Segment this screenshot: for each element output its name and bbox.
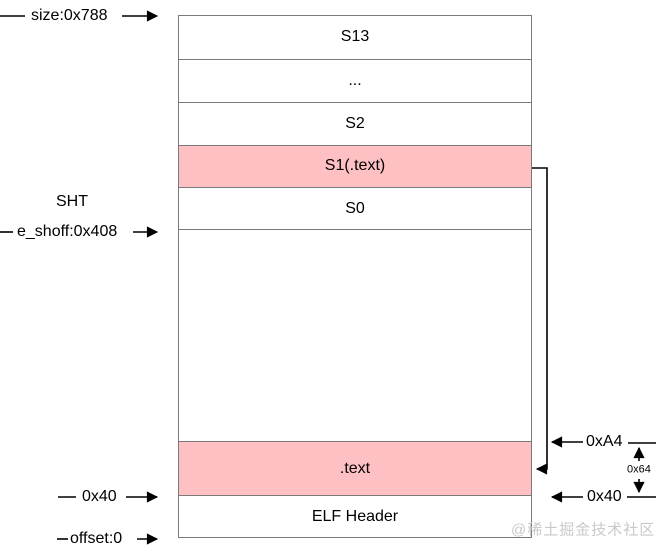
section-label: ...	[348, 71, 362, 89]
section-label: S13	[340, 28, 370, 46]
section-row-s13: S13	[179, 16, 531, 60]
watermark: @稀土掘金技术社区	[511, 521, 656, 539]
sht-annotation: SHT	[56, 193, 88, 210]
section-row-elf-header: ELF Header	[179, 496, 531, 538]
section-label: ELF Header	[311, 507, 399, 525]
addr40-left-annotation: 0x40	[82, 488, 117, 505]
eshoff-annotation: e_shoff:0x408	[17, 223, 118, 240]
s1-to-text-connector	[532, 167, 548, 475]
file-layout-box: S13 ... S2 S1(.text) S0 .text ELF Header	[178, 15, 532, 538]
section-row-empty	[179, 230, 531, 443]
section-row-s1-text: S1(.text)	[179, 145, 531, 189]
section-label: S1(.text)	[324, 157, 386, 175]
size64-annotation: 0x64	[627, 463, 651, 476]
addr40-right-annotation: 0x40	[587, 488, 622, 505]
size-annotation: size:0x788	[31, 7, 108, 24]
section-row-text: .text	[179, 442, 531, 497]
section-row-s0: S0	[179, 188, 531, 231]
section-row-s2: S2	[179, 102, 531, 146]
section-row-ellipsis: ...	[179, 59, 531, 103]
section-label: S2	[345, 114, 365, 132]
section-label: .text	[339, 459, 371, 477]
section-label: S0	[345, 199, 365, 217]
addrA4-annotation: 0xA4	[586, 433, 623, 450]
offset-annotation: offset:0	[70, 530, 123, 547]
